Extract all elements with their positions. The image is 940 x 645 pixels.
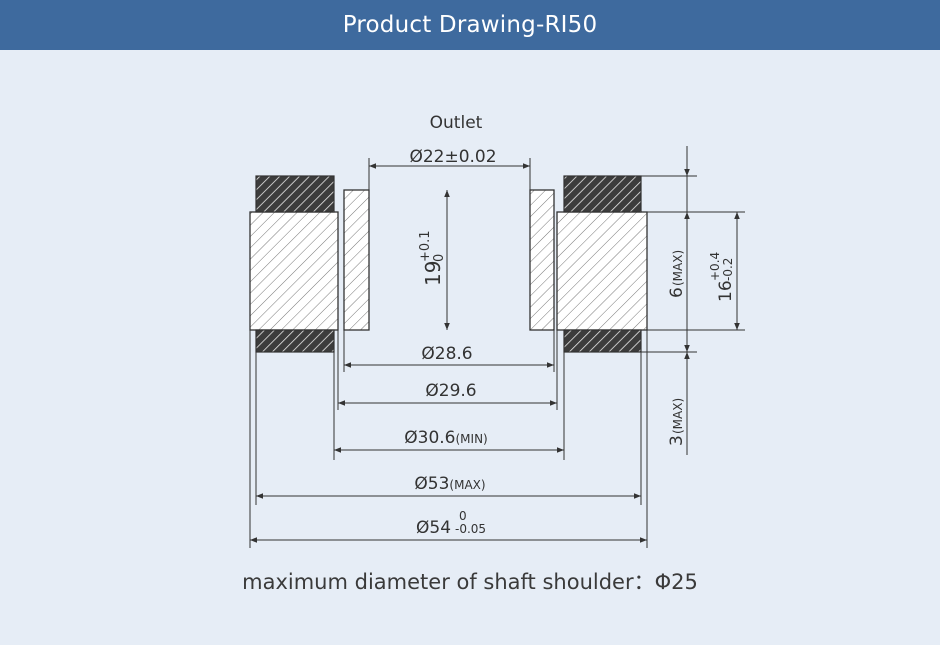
dim-h6: 6 (MAX) — [667, 146, 690, 330]
lower-extension-lines — [249, 330, 648, 548]
dim-d29-6-label: Ø29.6 — [425, 381, 476, 401]
technical-drawing: Outlet Ø22±0.02 19 +0.1 0 6 — [249, 113, 745, 548]
dim-h6-main: 6 — [667, 287, 687, 298]
dim-d22-label: Ø22±0.02 — [409, 147, 496, 167]
page-title: Product Drawing-RI50 — [342, 12, 598, 38]
dim-h16: 16 +0.4 -0.2 — [708, 212, 740, 330]
dim-d53-main: Ø53 — [414, 474, 449, 494]
dim-d54-main: Ø54 — [416, 518, 451, 538]
dim-d53-sub: (MAX) — [449, 478, 485, 492]
dim-d30-6-sub: (MIN) — [456, 432, 488, 446]
dim-h3: 3 (MAX) — [667, 330, 690, 455]
seal-top-left — [255, 175, 335, 213]
dim-h3-sub: (MAX) — [671, 398, 685, 434]
sleeve-wall-left — [343, 189, 370, 331]
dim-h16-upper: +0.4 — [708, 252, 722, 281]
outer-ring-right — [556, 211, 648, 331]
header-bar: Product Drawing-RI50 — [0, 0, 940, 50]
dim-d30-6: Ø30.6(MIN) — [334, 428, 564, 453]
dim-h19-lower: 0 — [432, 254, 447, 262]
shaft-shoulder-note: maximum diameter of shaft shoulder：Φ25 — [242, 570, 698, 594]
dim-d54-lower: -0.05 — [455, 522, 486, 536]
sleeve-wall-right — [529, 189, 555, 331]
dim-d22: Ø22±0.02 — [368, 147, 531, 190]
dim-h19: 19 +0.1 0 — [418, 190, 450, 330]
dim-d28-6: Ø28.6 — [344, 344, 554, 368]
outlet-label: Outlet — [430, 113, 483, 133]
dim-d53-text: Ø53(MAX) — [414, 474, 485, 494]
seal-bottom-left — [255, 329, 335, 353]
dim-d28-6-label: Ø28.6 — [421, 344, 472, 364]
outer-ring-left — [249, 211, 339, 331]
seal-top-right — [563, 175, 642, 213]
dim-d29-6: Ø29.6 — [338, 381, 557, 406]
dim-h6-sub: (MAX) — [671, 250, 685, 286]
dim-d30-6-text: Ø30.6(MIN) — [404, 428, 487, 448]
seal-bottom-right — [563, 329, 642, 353]
dim-d30-6-main: Ø30.6 — [404, 428, 455, 448]
dim-h19-main: 19 — [421, 261, 445, 286]
dim-h16-main: 16 — [716, 280, 736, 302]
dim-h3-main: 3 — [667, 435, 687, 446]
dim-h16-lower: -0.2 — [721, 258, 735, 281]
dim-h19-upper: +0.1 — [418, 230, 433, 262]
dim-d53: Ø53(MAX) — [256, 474, 641, 499]
dim-d54-upper: 0 — [459, 509, 467, 523]
dim-d54: Ø54 0 -0.05 — [250, 509, 647, 543]
